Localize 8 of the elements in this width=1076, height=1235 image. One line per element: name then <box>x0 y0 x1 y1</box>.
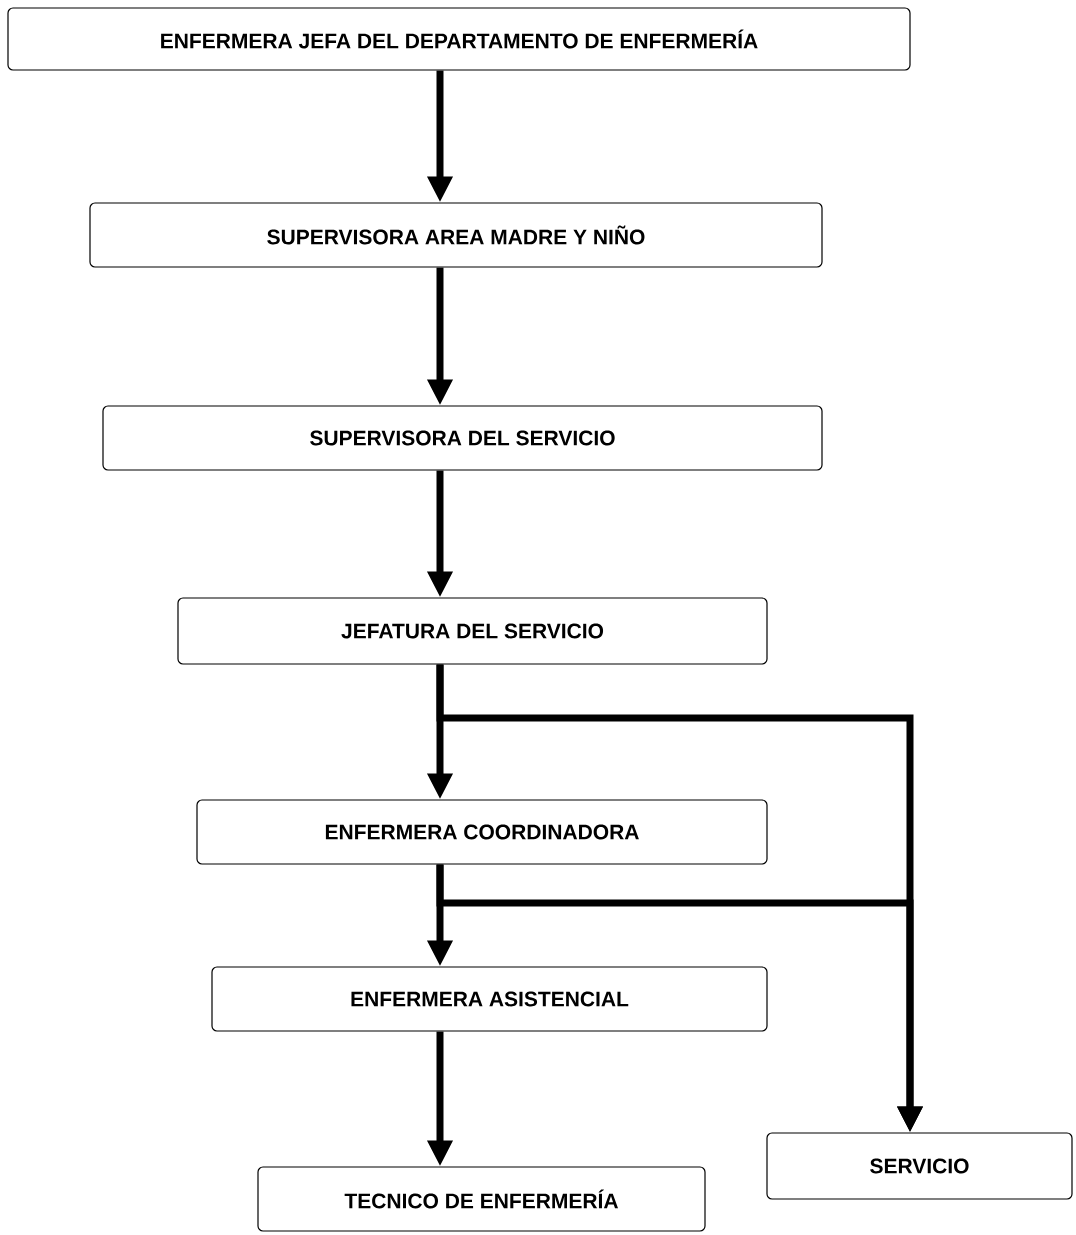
process-box: SUPERVISORA DEL SERVICIO <box>102 405 823 471</box>
process-box: ENFERMERA COORDINADORA <box>196 799 768 865</box>
process-box: TECNICO DE ENFERMERÍA <box>257 1166 706 1232</box>
process-box: SUPERVISORA AREA MADRE Y NIÑO <box>89 202 823 268</box>
process-box: JEFATURA DEL SERVICIO <box>177 597 768 665</box>
process-box: ENFERMERA JEFA DEL DEPARTAMENTO DE ENFERMERÍA <box>7 7 911 71</box>
process-box: ENFERMERA ASISTENCIAL <box>211 966 768 1032</box>
process-box: SERVICIO <box>766 1132 1073 1200</box>
